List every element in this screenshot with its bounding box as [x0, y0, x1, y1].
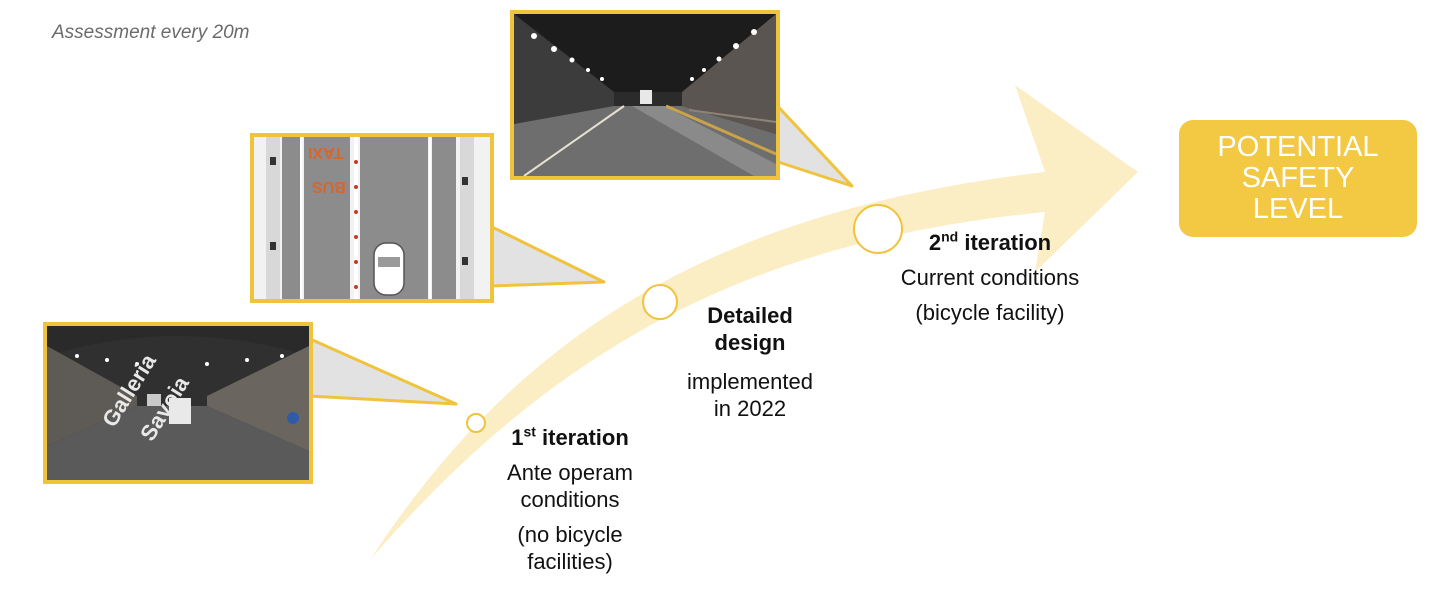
arrow-body — [370, 85, 1138, 560]
step-text-line: in 2022 — [713, 396, 787, 421]
step-text-line: conditions — [520, 487, 620, 512]
step-text-line: (bicycle facility) — [915, 300, 1065, 325]
car-icon — [373, 242, 405, 296]
step-text-line: Ante operam — [507, 460, 633, 485]
callout-wedge-tunnel-far — [770, 98, 854, 188]
step-heading-detailed-design-line2: design — [714, 330, 786, 355]
plan-view-drawing-image — [254, 137, 490, 299]
step-label-first-iteration: 1st iteration Ante operam conditions (no… — [470, 424, 670, 575]
milestone-circle-2 — [642, 284, 678, 320]
callout-wedge-plan — [488, 224, 606, 288]
step-label-second-iteration: 2nd iteration Current conditions (bicycl… — [860, 229, 1120, 326]
subtitle: Assessment every 20m — [52, 22, 250, 43]
milestone-circle-1 — [466, 413, 486, 433]
tunnel-photo-ante-operam-image — [47, 326, 309, 480]
step-text-line: Current conditions — [900, 265, 1080, 290]
marking-taxi: TAXI — [308, 144, 344, 161]
tunnel-photo-current-image — [514, 14, 776, 176]
step-heading-detailed-design-line1: Detailed — [707, 303, 793, 328]
step-heading-second-iteration: 2nd iteration — [928, 228, 1052, 255]
target-line-2: SAFETY — [1241, 162, 1355, 194]
marking-bus: BUS — [312, 178, 346, 195]
target-line-3: LEVEL — [1252, 193, 1344, 225]
step-text-line: implemented — [687, 369, 813, 394]
step-label-detailed-design: Detailed design implemented in 2022 — [650, 302, 850, 422]
target-line-1: POTENTIAL — [1217, 131, 1379, 163]
milestone-circle-3 — [853, 204, 903, 254]
potential-safety-level-box: POTENTIAL SAFETY LEVEL — [1179, 120, 1417, 237]
step-text-line: facilities) — [527, 549, 613, 574]
step-heading-first-iteration: 1st iteration — [511, 423, 629, 450]
callout-wedge-tunnel-near — [306, 336, 458, 406]
tunnel-photo-current — [510, 10, 780, 180]
step-text-line: (no bicycle — [517, 522, 623, 547]
plan-view-drawing: TAXI BUS — [250, 133, 494, 303]
tunnel-photo-ante-operam: Galleria Savoia — [43, 322, 313, 484]
